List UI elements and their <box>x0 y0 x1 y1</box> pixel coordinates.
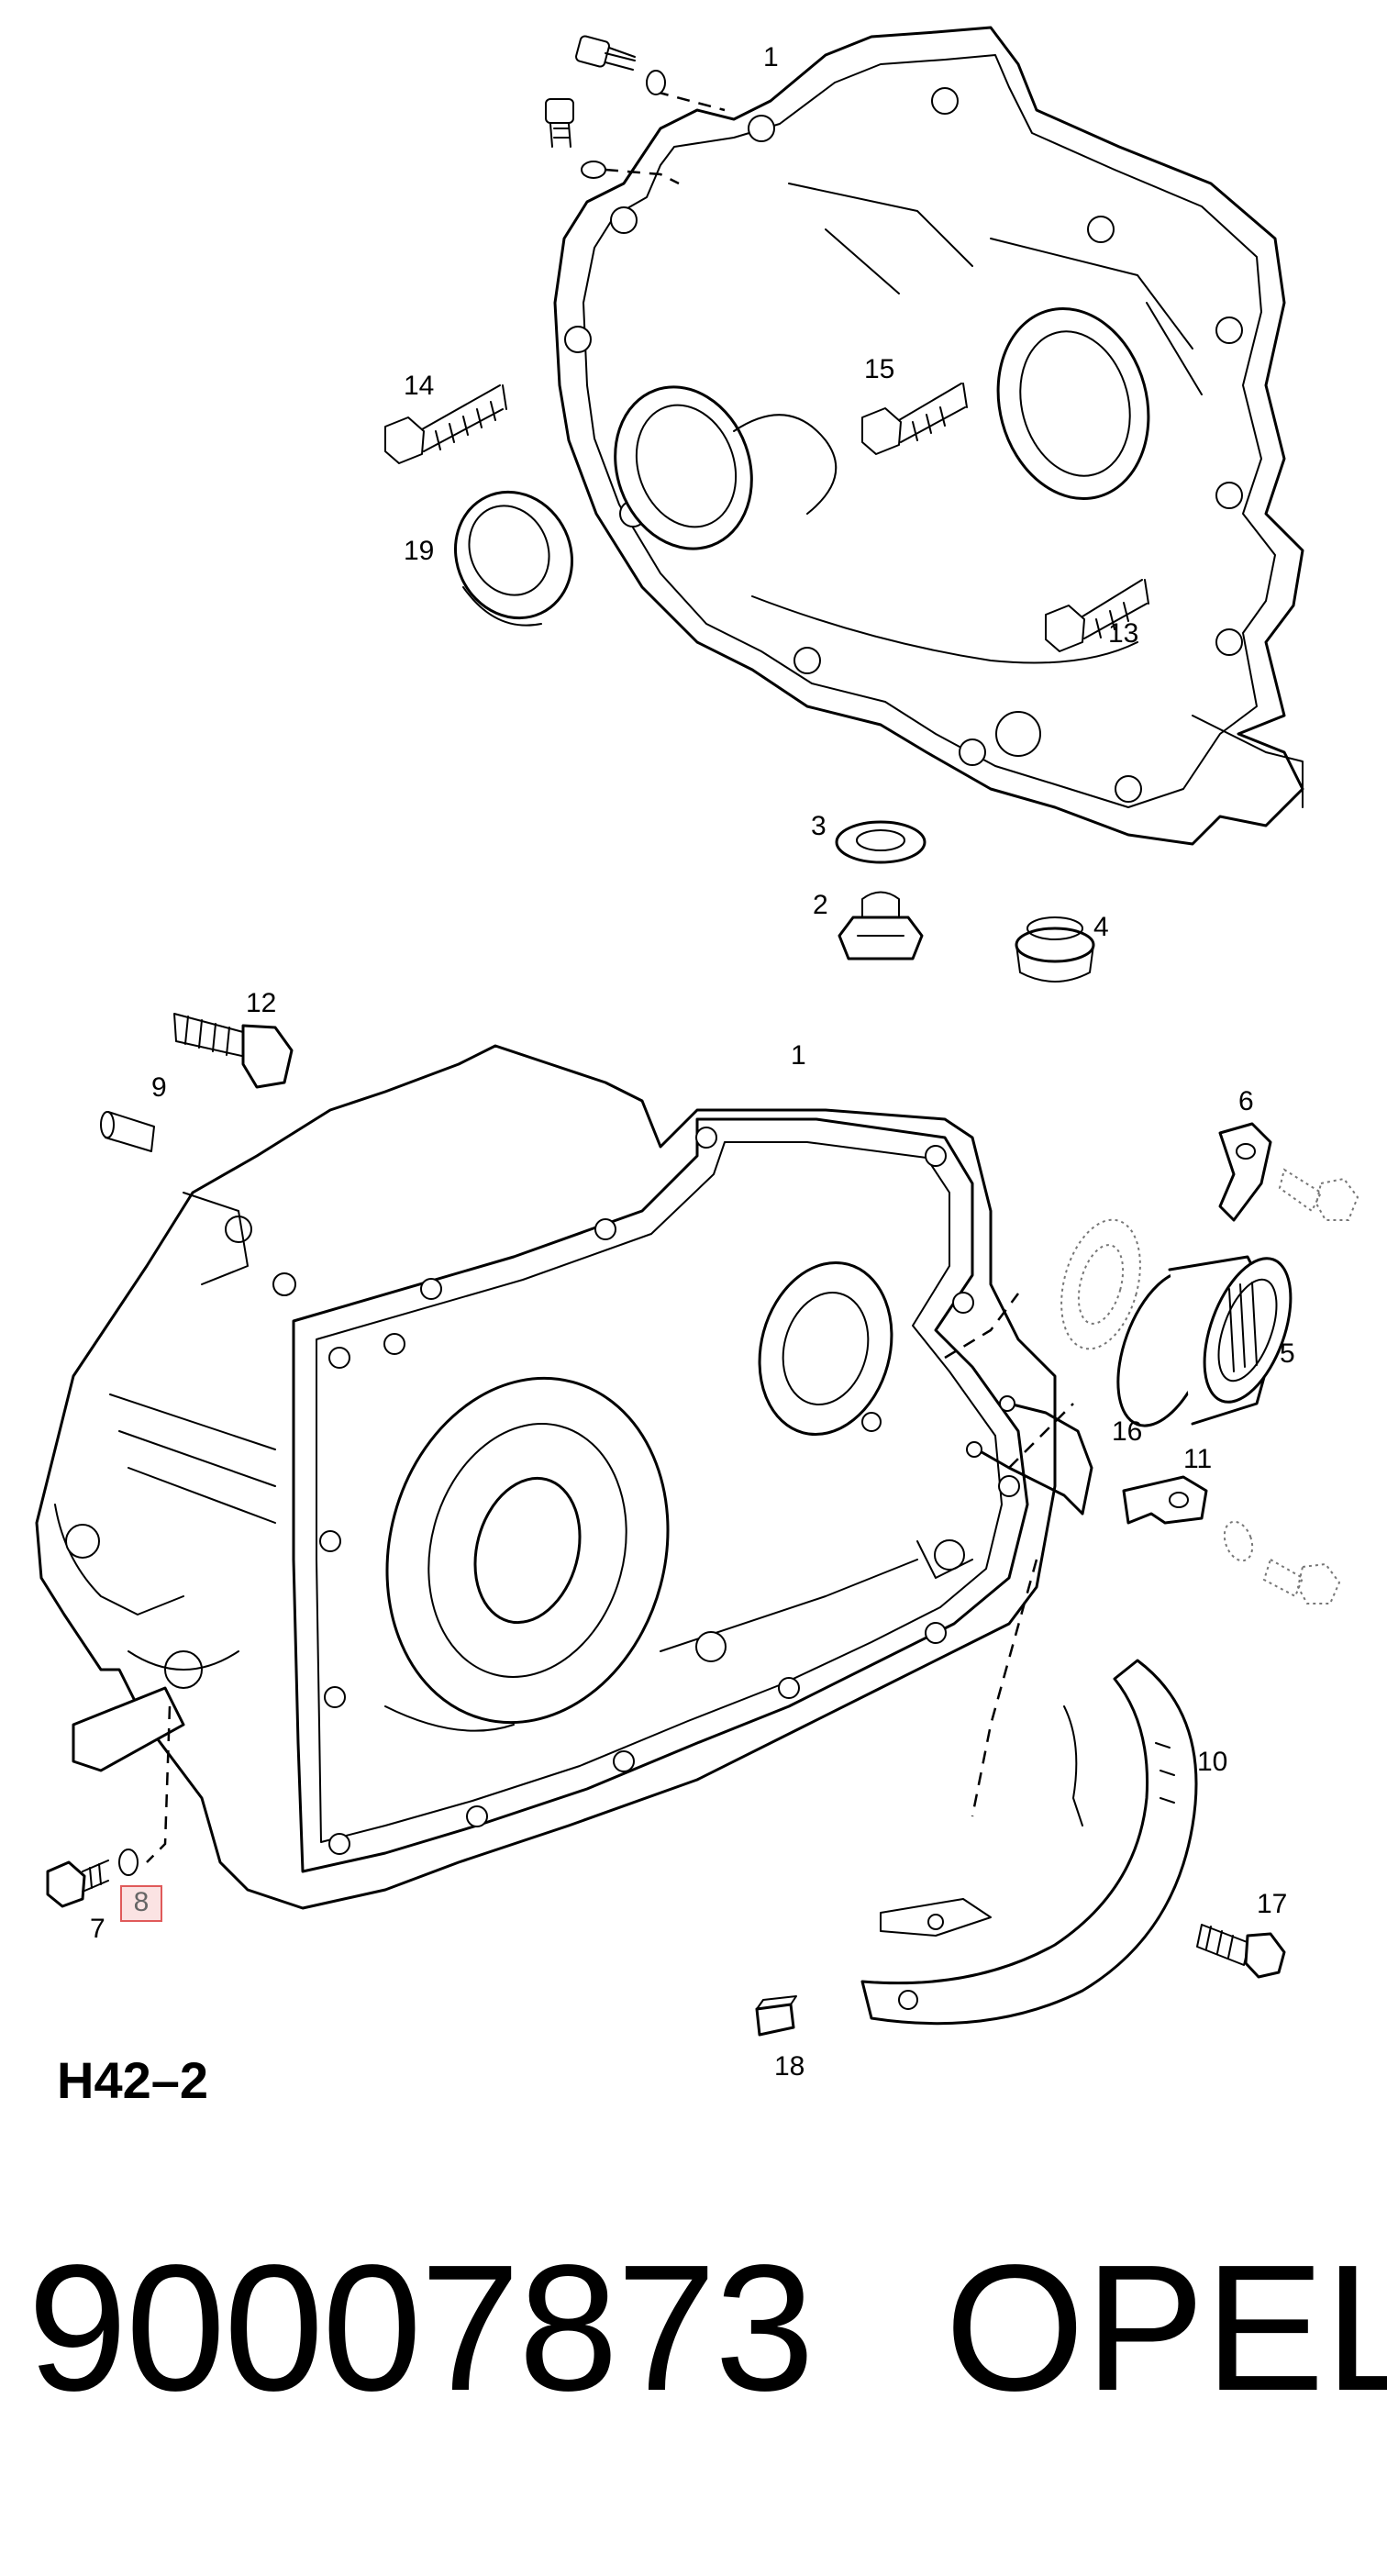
highlighted-callout-label[interactable]: 8 <box>133 1887 150 1917</box>
gearbox-cover-drawing <box>35 1044 1074 1910</box>
callout-label: 3 <box>811 811 827 841</box>
callout-label: 16 <box>1112 1416 1142 1447</box>
seal-4-drawing <box>1015 916 1095 983</box>
callout-label: 10 <box>1197 1747 1227 1777</box>
seal-19-drawing <box>453 490 574 627</box>
plug-2-drawing <box>838 891 924 960</box>
callout-label: 11 <box>1183 1444 1212 1474</box>
pin-9-drawing <box>100 1111 155 1152</box>
callout-label: 6 <box>1238 1086 1254 1116</box>
bolt-14-drawing <box>384 384 507 464</box>
bolt-12-drawing <box>173 1013 294 1089</box>
callout-label: 13 <box>1108 618 1138 649</box>
bolt-13-drawing <box>1045 579 1149 652</box>
callout-label: 15 <box>864 354 894 384</box>
bolt-7-drawing <box>46 1849 139 1908</box>
callout-label: 4 <box>1093 912 1109 942</box>
callout-label: 2 <box>813 890 828 920</box>
callout-label: 19 <box>404 536 434 566</box>
pipe-16-drawing <box>966 1395 1093 1516</box>
bracket-6-drawing <box>1218 1122 1359 1222</box>
brand-name: OPEL <box>945 2227 1387 2428</box>
callout-label: 14 <box>404 371 434 401</box>
block-18-drawing <box>755 1995 797 2037</box>
diagram-reference-code: H42–2 <box>57 2051 209 2109</box>
callout-label: 12 <box>246 988 276 1018</box>
highlighted-callout-box[interactable] <box>120 1885 162 1922</box>
callout-label: 5 <box>1280 1338 1295 1369</box>
top-small-bolts <box>545 35 666 179</box>
part-number: 90007873 <box>28 2227 815 2428</box>
callout-label: 1 <box>791 1040 806 1071</box>
cover-10-drawing <box>860 1659 1198 2026</box>
callout-label: 1 <box>763 42 779 72</box>
bolt-17-drawing <box>1196 1924 1286 1979</box>
callout-label: 18 <box>774 2051 804 2082</box>
callout-label: 17 <box>1257 1889 1287 1919</box>
bolt-15-drawing <box>861 383 968 455</box>
callout-label: 9 <box>151 1072 167 1103</box>
bearing-5-drawing <box>1060 1218 1293 1427</box>
clutch-housing-drawing <box>553 26 1304 846</box>
washer-3-drawing <box>835 820 927 864</box>
callout-label: 7 <box>90 1914 105 1944</box>
clip-11-drawing <box>1122 1475 1341 1604</box>
